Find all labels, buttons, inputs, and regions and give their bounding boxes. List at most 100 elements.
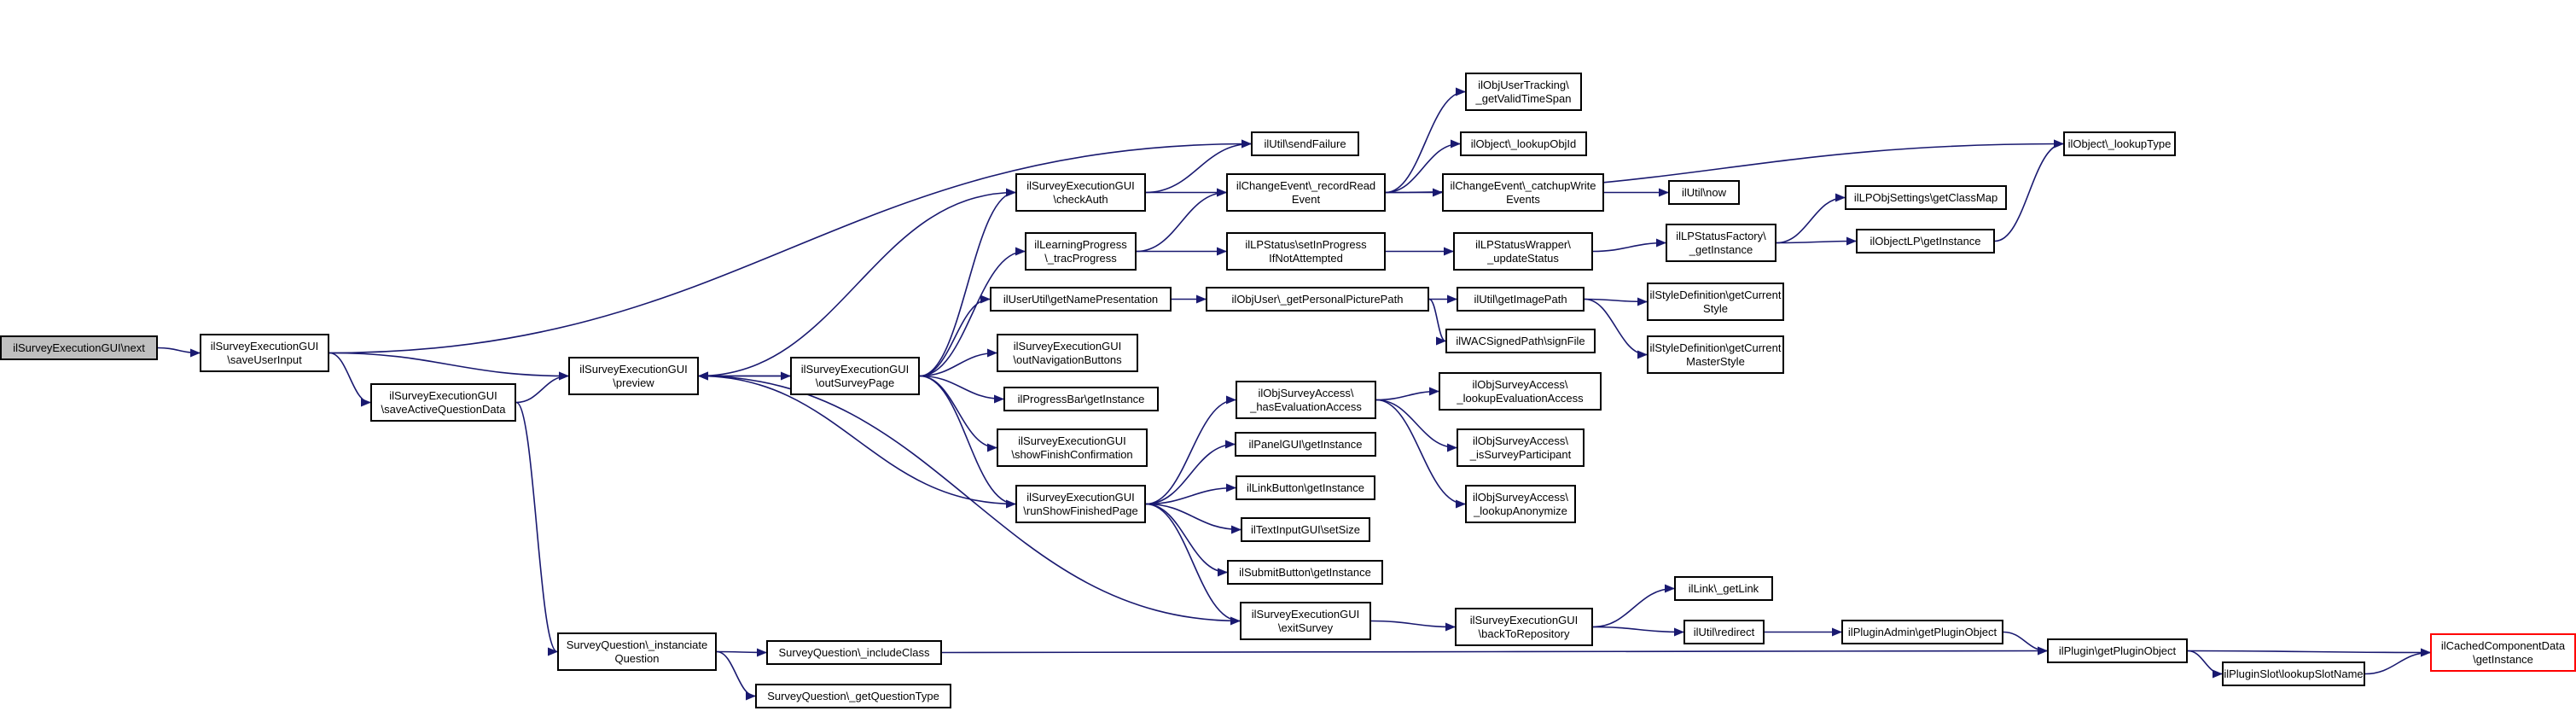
graph-node[interactable]: ilObject\_lookupObjId [1460, 131, 1587, 156]
node-label-line: ilPluginAdmin\getPluginObject [1847, 625, 1997, 638]
node-label-line: ilLPObjSettings\getClassMap [1853, 190, 1998, 204]
graph-node[interactable]: ilSurveyExecutionGUI\exitSurvey [1240, 602, 1371, 640]
node-label-line: _lookupAnonymize [1474, 504, 1567, 517]
graph-node[interactable]: ilUtil\redirect [1683, 620, 1765, 644]
node-label-line: ilPanelGUI\getInstance [1248, 437, 1363, 451]
graph-root-node[interactable]: ilSurveyExecutionGUI\next [0, 335, 158, 360]
call-edge [698, 371, 1016, 505]
graph-node[interactable]: ilPlugin\getPluginObject [2047, 638, 2188, 663]
call-edge [919, 247, 1026, 377]
graph-node[interactable]: ilCachedComponentData\getInstance [2430, 633, 2576, 672]
call-edge [1145, 139, 1252, 194]
node-label-line: ilSurveyExecutionGUI [1469, 613, 1579, 626]
graph-node[interactable]: ilLPStatusFactory\_getInstance [1666, 224, 1776, 262]
node-label-line: \saveUserInput [227, 353, 302, 366]
node-label-line: \showFinishConfirmation [1011, 447, 1133, 461]
node-label-line: ilLinkButton\getInstance [1246, 481, 1365, 494]
call-edge [329, 352, 569, 381]
graph-node[interactable]: ilLearningProgress\_tracProgress [1025, 232, 1137, 271]
graph-node[interactable]: ilSurveyExecutionGUI\preview [568, 357, 699, 395]
call-edge [919, 375, 997, 452]
graph-node[interactable]: ilObject\_lookupType [2063, 131, 2176, 156]
node-label-line: ilLearningProgress [1034, 237, 1127, 251]
graph-node[interactable]: ilProgressBar\getInstance [1003, 387, 1159, 411]
node-label-line: ilSurveyExecutionGUI [1018, 434, 1126, 447]
graph-node[interactable]: SurveyQuestion\_getQuestionType [755, 684, 951, 708]
node-label-line: ilUtil\getImagePath [1474, 292, 1567, 306]
graph-node[interactable]: SurveyQuestion\_includeClass [766, 640, 942, 665]
graph-node[interactable]: ilUtil\getImagePath [1457, 287, 1585, 312]
node-label-line: ilLink\_getLink [1688, 581, 1759, 595]
graph-node[interactable]: ilSurveyExecutionGUI\backToRepository [1455, 608, 1593, 646]
node-label-line: _updateStatus [1487, 251, 1559, 265]
node-label-line: MasterStyle [1686, 354, 1745, 368]
graph-node[interactable]: ilSurveyExecutionGUI\checkAuth [1015, 173, 1146, 212]
call-edge [2003, 631, 2048, 656]
graph-node[interactable]: ilSurveyExecutionGUI\outSurveyPage [790, 357, 920, 395]
call-edge [2187, 648, 2431, 657]
graph-node[interactable]: ilLink\_getLink [1674, 576, 1773, 601]
graph-node[interactable]: ilSurveyExecutionGUI\saveUserInput [200, 334, 329, 372]
node-label-line: ilSurveyExecutionGUI [579, 362, 688, 376]
call-edge [1776, 236, 1857, 246]
graph-node[interactable]: ilPluginSlot\lookupSlotName [2222, 661, 2365, 686]
graph-node[interactable]: ilPanelGUI\getInstance [1235, 432, 1376, 457]
graph-node[interactable]: ilSurveyExecutionGUI\runShowFinishedPage [1015, 485, 1146, 523]
graph-node[interactable]: ilObjSurveyAccess\_lookupAnonymize [1465, 485, 1576, 523]
node-label-line: ilWACSignedPath\signFile [1456, 334, 1585, 347]
node-label-line: ilSurveyExecutionGUI [1026, 178, 1135, 192]
call-edge [1385, 87, 1466, 194]
node-label-line: ilObjSurveyAccess\ [1473, 434, 1568, 447]
graph-node[interactable]: ilUtil\now [1668, 180, 1740, 205]
node-label-line: ilObjSurveyAccess\ [1258, 386, 1354, 399]
graph-node[interactable]: ilLPObjSettings\getClassMap [1845, 185, 2007, 210]
call-edge [157, 347, 201, 358]
node-label-line: Events [1506, 192, 1540, 206]
graph-node[interactable]: ilObjSurveyAccess\_hasEvaluationAccess [1236, 381, 1376, 419]
node-label-line: ilUtil\redirect [1693, 625, 1755, 638]
graph-node[interactable]: ilObjSurveyAccess\_isSurveyParticipant [1457, 428, 1585, 467]
node-label-line: ilSurveyExecutionGUI\next [13, 341, 145, 354]
node-label-line: \runShowFinishedPage [1023, 504, 1138, 517]
node-label-line: ilUserUtil\getNamePresentation [1003, 292, 1159, 306]
graph-node[interactable]: ilSurveyExecutionGUI\showFinishConfirmat… [997, 428, 1148, 467]
node-label-line: ilSubmitButton\getInstance [1239, 565, 1371, 579]
graph-node[interactable]: ilTextInputGUI\setSize [1241, 517, 1370, 542]
graph-node[interactable]: ilObjUser\_getPersonalPicturePath [1206, 287, 1429, 312]
call-edge [698, 191, 1016, 381]
graph-node[interactable]: ilObjUserTracking\_getValidTimeSpan [1465, 73, 1582, 111]
node-label-line: \checkAuth [1053, 192, 1108, 206]
graph-node[interactable]: ilObjSurveyAccess\_lookupEvaluationAcces… [1439, 372, 1602, 411]
graph-node[interactable]: ilSubmitButton\getInstance [1227, 560, 1383, 585]
graph-node[interactable]: ilWACSignedPath\signFile [1445, 329, 1596, 353]
graph-node[interactable]: ilLPStatusWrapper\_updateStatus [1453, 232, 1593, 271]
node-label-line: IfNotAttempted [1269, 251, 1343, 265]
call-edge [1145, 395, 1236, 505]
node-label-line: _getInstance [1689, 242, 1753, 256]
call-edge [1375, 399, 1457, 452]
node-label-line: \saveActiveQuestionData [381, 402, 506, 416]
call-edge [919, 375, 1004, 404]
graph-node[interactable]: ilLinkButton\getInstance [1236, 475, 1375, 500]
graph-node[interactable]: ilUtil\sendFailure [1251, 131, 1359, 156]
node-label-line: SurveyQuestion\_includeClass [778, 645, 930, 659]
graph-node[interactable]: ilObjectLP\getInstance [1856, 229, 1995, 254]
call-edge [329, 139, 1252, 354]
call-edge [919, 188, 1016, 377]
node-label-line: ilProgressBar\getInstance [1017, 392, 1145, 405]
node-label-line: ilPluginSlot\lookupSlotName [2224, 667, 2364, 680]
graph-node[interactable]: ilPluginAdmin\getPluginObject [1841, 620, 2003, 644]
node-label-line: ilLPStatusWrapper\ [1475, 237, 1571, 251]
node-label-line: ilChangeEvent\_catchupWrite [1450, 178, 1596, 192]
call-edge [1584, 297, 1648, 306]
call-edge [1592, 238, 1666, 253]
graph-node[interactable]: ilUserUtil\getNamePresentation [990, 287, 1172, 312]
graph-node[interactable]: ilSurveyExecutionGUI\saveActiveQuestionD… [370, 383, 516, 422]
graph-node[interactable]: ilSurveyExecutionGUI\outNavigationButton… [997, 334, 1138, 372]
